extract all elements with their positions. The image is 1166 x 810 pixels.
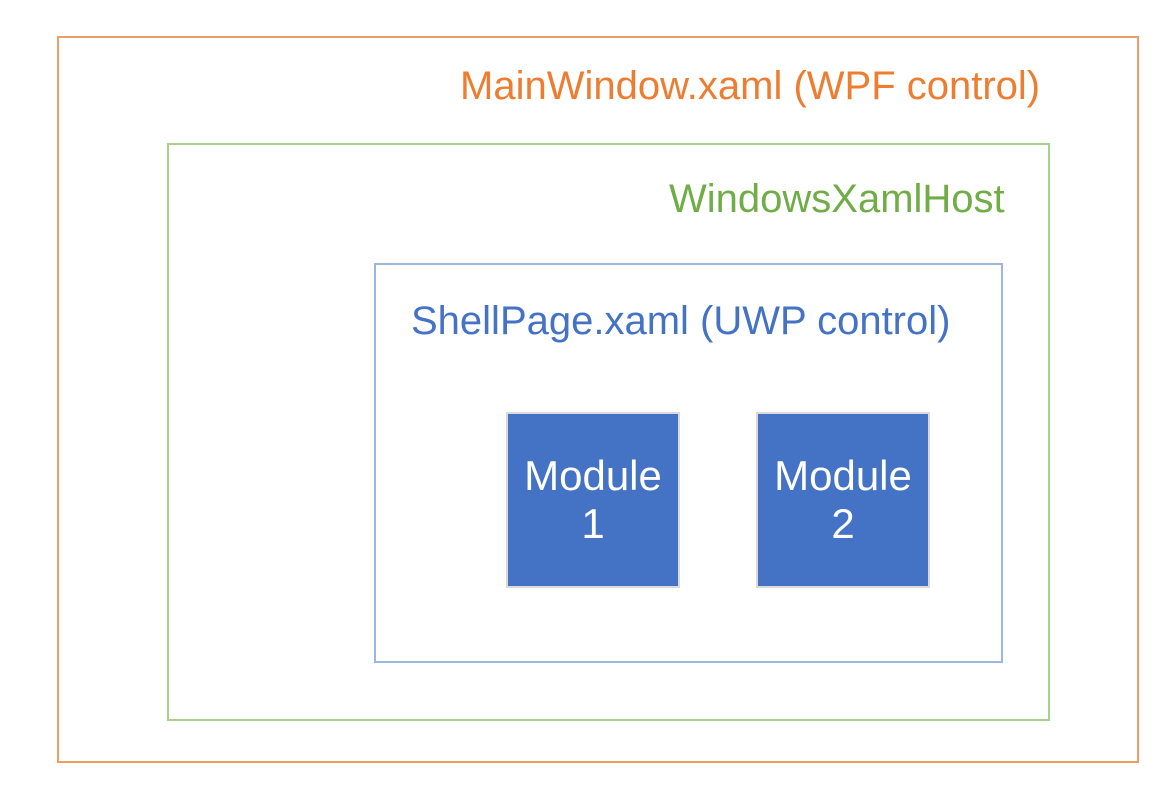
windows-xaml-host-box: WindowsXamlHost ShellPage.xaml (UWP cont… xyxy=(167,143,1050,721)
shellpage-uwp-box: ShellPage.xaml (UWP control) Module 1 Mo… xyxy=(374,263,1003,663)
windows-xaml-host-label: WindowsXamlHost xyxy=(669,177,1005,221)
module-1-label: Module 1 xyxy=(524,452,662,547)
mainwindow-wpf-label: MainWindow.xaml (WPF control) xyxy=(460,64,1041,108)
module-2-label: Module 2 xyxy=(774,452,912,547)
mainwindow-wpf-box: MainWindow.xaml (WPF control) WindowsXam… xyxy=(57,36,1139,763)
shellpage-uwp-label: ShellPage.xaml (UWP control) xyxy=(411,299,951,343)
module-1-box: Module 1 xyxy=(506,412,680,588)
module-2-box: Module 2 xyxy=(756,412,930,588)
